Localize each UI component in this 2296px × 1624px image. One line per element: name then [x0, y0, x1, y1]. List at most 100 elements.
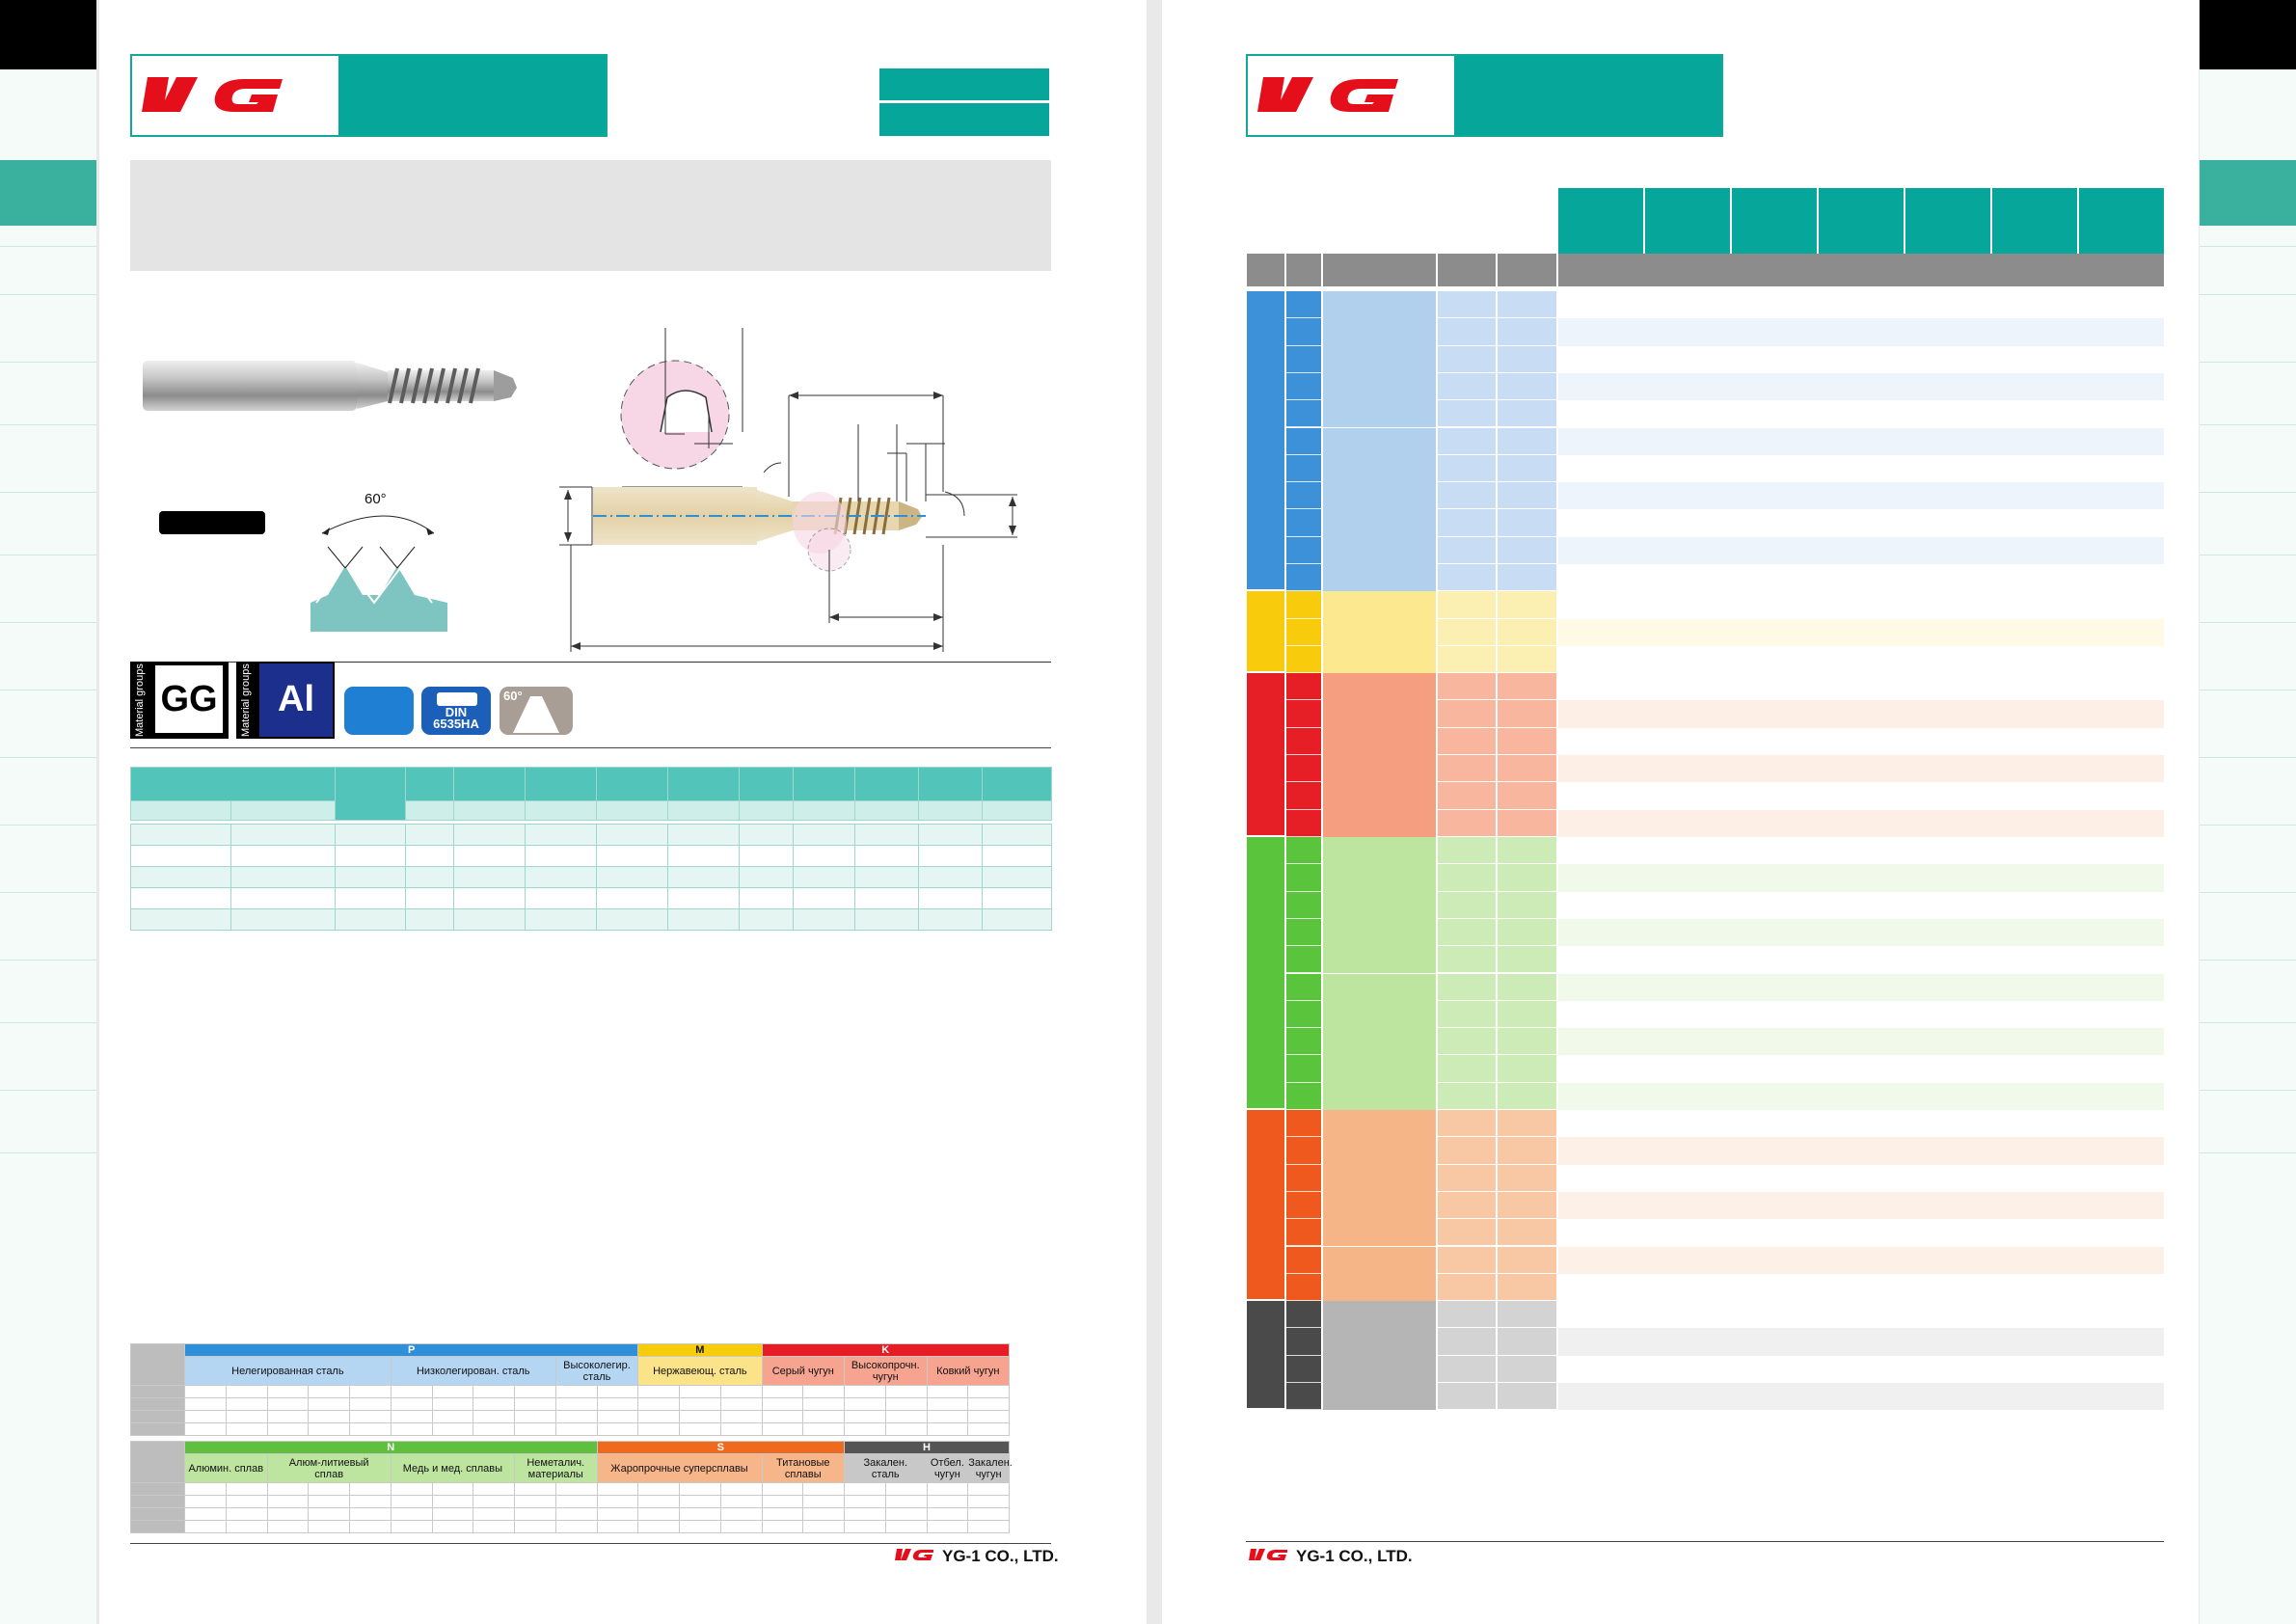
table-row [1286, 1082, 2165, 1110]
material-badge-gg: Material groups GG [130, 662, 229, 739]
group-H: H [844, 1441, 1010, 1454]
material-caption: Material groups [134, 663, 146, 737]
subgroup-copper-alloys: Медь и мед. сплавы [390, 1453, 516, 1483]
subgroup-chilled-cast-iron: Отбел.чугун [926, 1453, 969, 1483]
group-color-bar [1247, 1110, 1284, 1300]
subgroup-lowalloy-steel: Низколегирован. сталь [390, 1356, 556, 1386]
table-row [1286, 454, 2165, 483]
right-edge-strip [2200, 0, 2296, 1624]
tool-photo [143, 361, 517, 411]
table-row [1286, 509, 2165, 537]
table-row [1286, 372, 2165, 401]
subgroup-grey-cast-iron: Серый чугун [761, 1356, 845, 1386]
group-M: M [637, 1343, 763, 1357]
footer-line-right [1246, 1541, 2164, 1542]
table-row [1286, 864, 2165, 892]
technical-drawing [559, 328, 1017, 652]
table-row [1286, 400, 2165, 428]
table-row [1286, 1219, 2165, 1247]
group-color-bar [1247, 673, 1284, 835]
subgroup-nonalloy-steel: Нелегированная сталь [184, 1356, 392, 1386]
group-color-bar [1247, 291, 1284, 590]
description-box [130, 160, 1051, 271]
table-row [1286, 291, 2165, 319]
table-row [1286, 536, 2165, 564]
left-edge-strip [0, 0, 96, 1624]
table-row [1286, 1137, 2165, 1165]
section-divider [130, 662, 1051, 663]
table-row [1286, 345, 2165, 373]
cutting-group-K [1247, 673, 2165, 837]
table-row [1286, 755, 2165, 783]
badge-code: GG [160, 679, 218, 719]
table-row [1286, 618, 2165, 646]
dimensions-table [130, 767, 1052, 931]
subgroup-nonmetallic: Неметалич.материалы [514, 1453, 598, 1483]
table-row [1286, 1355, 2165, 1383]
table-row [1286, 837, 2165, 865]
table-row [1286, 1273, 2165, 1302]
table-row [1286, 673, 2165, 701]
cutting-group-N [1247, 837, 2165, 1110]
table-row [1286, 1328, 2165, 1356]
table-row [1286, 591, 2165, 619]
table-row [1286, 1164, 2165, 1192]
subgroup-highalloy-steel: Высоколегир.сталь [554, 1356, 639, 1386]
subgroup-ductile-cast-iron: Высокопрочн.чугун [844, 1356, 928, 1386]
cutting-data-table [1247, 188, 2165, 1413]
table-row [1286, 727, 2165, 756]
cutting-group-M [1247, 591, 2165, 674]
table-row [1286, 946, 2165, 974]
table-row [1286, 318, 2165, 346]
table-row [1286, 1028, 2165, 1056]
footer-logo-left [895, 1549, 933, 1560]
standard-icon-blue [344, 687, 414, 735]
yg-logo [1257, 77, 1398, 112]
table-row [1286, 1191, 2165, 1220]
table-row [1286, 1055, 2165, 1083]
group-color-bar [1247, 1301, 1284, 1409]
yg-logo [142, 77, 283, 112]
table-row [1286, 1000, 2165, 1029]
header-logo-right [1246, 54, 1723, 137]
header-tabs-left [879, 68, 1049, 136]
cutting-group-P [1247, 291, 2165, 592]
group-N: N [184, 1441, 598, 1454]
black-badge [159, 511, 265, 534]
group-color-bar [1247, 837, 1284, 1108]
table-row [1286, 1246, 2165, 1274]
section-divider-2 [130, 747, 1051, 748]
table-row [1286, 700, 2165, 728]
table-row [1286, 427, 2165, 455]
cutting-group-H [1247, 1301, 2165, 1411]
table-row [1286, 1301, 2165, 1329]
group-color-bar [1247, 591, 1284, 672]
table-row [1286, 809, 2165, 837]
subgroup-stainless-steel: Нержавеющ. сталь [637, 1356, 763, 1386]
footer-company-left: YG-1 CO., LTD. [942, 1547, 1059, 1565]
cutting-header-teal [1558, 188, 2164, 254]
table-row [1286, 782, 2165, 810]
cutting-group-S [1247, 1110, 2165, 1302]
table-row [1286, 1110, 2165, 1138]
table-row [1286, 645, 2165, 674]
badge-box: Al [259, 663, 333, 737]
material-badge-al: Material groups Al [236, 662, 335, 739]
badge-box: GG [153, 663, 225, 735]
table-row [1286, 564, 2165, 592]
subgroup-aluminium-alloy: Алюмин. сплав [184, 1453, 268, 1483]
group-K: K [761, 1343, 1010, 1357]
subgroup-hardened-cast-iron: Закален.чугун [967, 1453, 1013, 1483]
footer-company-right: YG-1 CO., LTD. [1296, 1547, 1413, 1565]
footer-logo-right [1249, 1549, 1287, 1560]
group-P: P [183, 1343, 639, 1357]
group-S: S [596, 1441, 845, 1454]
subgroup-malleable-cast-iron: Ковкий чугун [926, 1356, 1010, 1386]
header-logo-left [130, 54, 608, 137]
badge-code: Al [278, 679, 314, 719]
standard-icon-angle: 60° [500, 687, 573, 735]
standard-icon-din: DIN 6535HA [421, 687, 491, 735]
